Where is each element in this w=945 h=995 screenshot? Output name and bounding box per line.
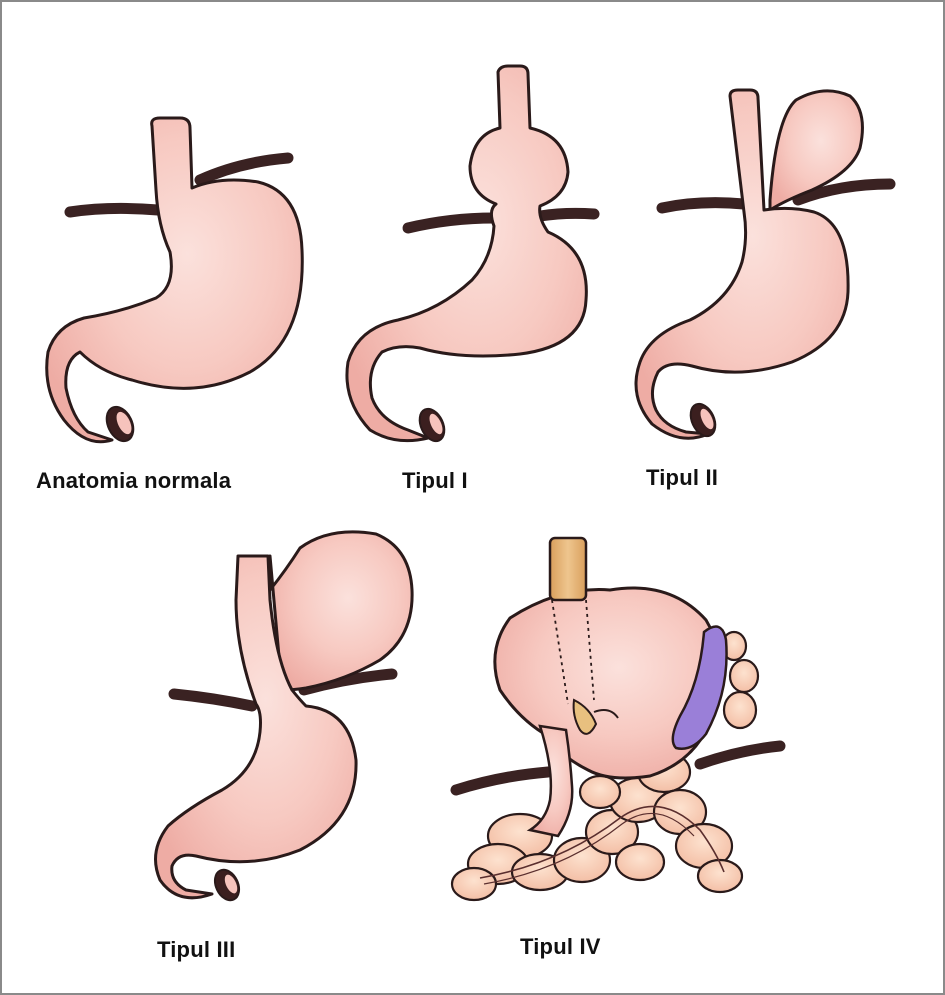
stomach-normal	[45, 116, 304, 444]
stomach-type2	[634, 88, 850, 440]
label-type3: Tipul III	[157, 937, 236, 962]
diaphragm-right	[694, 740, 786, 770]
esophagus-tube	[548, 536, 588, 602]
stomach-type1	[345, 64, 588, 443]
figure-type4	[450, 536, 786, 902]
label-type2: Tipul II	[646, 465, 719, 490]
label-type4: Tipul IV	[520, 934, 601, 959]
stomach-type4	[493, 586, 722, 780]
diaphragm-right	[792, 178, 896, 206]
diaphragm-left	[402, 212, 500, 234]
label-type1: Tipul I	[402, 468, 468, 493]
diaphragm-right	[534, 207, 600, 222]
figure-type1	[345, 64, 600, 443]
figure-type3	[154, 530, 414, 902]
figure-normal	[45, 116, 304, 444]
label-normal-anatomy: Anatomia normala	[36, 468, 232, 493]
fundus-herniated	[768, 89, 864, 212]
spleen	[671, 625, 728, 750]
diaphragm-left	[450, 766, 554, 796]
diaphragm-left	[656, 197, 750, 214]
gastroesophageal-junction	[572, 698, 598, 735]
fundus-herniated	[268, 530, 414, 692]
diaphragm-right	[194, 152, 294, 186]
stomach-type3	[154, 554, 358, 900]
diaphragm-left	[64, 202, 164, 218]
diaphragm-left	[168, 688, 258, 712]
figure-type2	[634, 88, 896, 440]
